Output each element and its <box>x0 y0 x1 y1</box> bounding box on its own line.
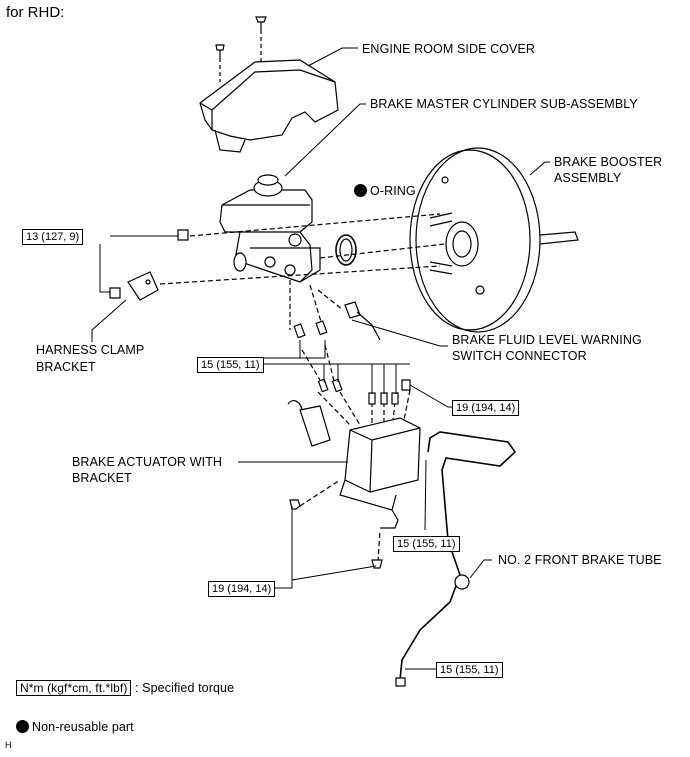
torque-tube-nut-mid: 15 (155, 11) <box>393 536 460 552</box>
label-o-ring-text: O-RING <box>370 184 416 198</box>
master-cylinder-shape <box>219 174 321 283</box>
page-title: for RHD: <box>6 4 65 21</box>
cover-clips <box>215 16 267 82</box>
leader-lines <box>91 47 550 670</box>
label-actuator-line1: BRAKE ACTUATOR WITH <box>72 455 223 469</box>
legend-nonreusable-text: Non-reusable part <box>32 720 134 734</box>
label-harness-clamp-line1: HARNESS CLAMP <box>36 343 145 357</box>
label-brake-master-cylinder: BRAKE MASTER CYLINDER SUB-ASSEMBLY <box>370 97 638 111</box>
label-brake-booster-line2: ASSEMBLY <box>554 171 622 185</box>
torque-actuator-bracket-bolts: 19 (194, 14) <box>208 581 276 597</box>
non-reusable-dot-icon <box>354 184 367 197</box>
label-o-ring: O-RING <box>354 183 416 199</box>
non-reusable-legend-dot-icon <box>16 720 29 733</box>
engine-room-side-cover-shape <box>199 59 339 153</box>
label-harness-clamp-line2: BRACKET <box>36 360 96 374</box>
torque-tube-nuts-upper: 15 (155, 11) <box>197 357 264 373</box>
label-brake-booster-line1: BRAKE BOOSTER <box>554 155 663 169</box>
legend-torque-text: : Specified torque <box>135 681 235 695</box>
label-fluid-warning-line2: SWITCH CONNECTOR <box>452 349 587 363</box>
torque-actuator-bolt-right: 19 (194, 14) <box>452 400 520 416</box>
label-fluid-warning-line1: BRAKE FLUID LEVEL WARNING <box>452 333 642 347</box>
legend-nonreusable: Non-reusable part <box>16 719 134 735</box>
tube-nut-shapes <box>293 320 411 405</box>
brake-actuator-shape <box>287 400 421 529</box>
mc-nut-shapes <box>109 229 189 301</box>
fluid-warning-connector-shape <box>344 301 381 341</box>
corner-mark: H <box>5 740 12 750</box>
front-brake-tube-shape <box>399 431 517 681</box>
legend-torque: N*m (kgf*cm, ft.*lbf) : Specified torque <box>16 680 234 696</box>
torque-tube-nut-lower: 15 (155, 11) <box>436 662 503 678</box>
label-front-brake-tube: NO. 2 FRONT BRAKE TUBE <box>498 553 662 567</box>
brake-booster-shape <box>409 147 579 333</box>
assembly-lines <box>159 213 446 563</box>
legend-torque-box: N*m (kgf*cm, ft.*lbf) <box>16 680 132 696</box>
label-actuator-line2: BRACKET <box>72 471 132 485</box>
label-engine-room-side-cover: ENGINE ROOM SIDE COVER <box>362 42 536 56</box>
torque-master-cyl-nut: 13 (127, 9) <box>22 229 84 245</box>
bracket-bolt-shapes <box>289 499 383 569</box>
